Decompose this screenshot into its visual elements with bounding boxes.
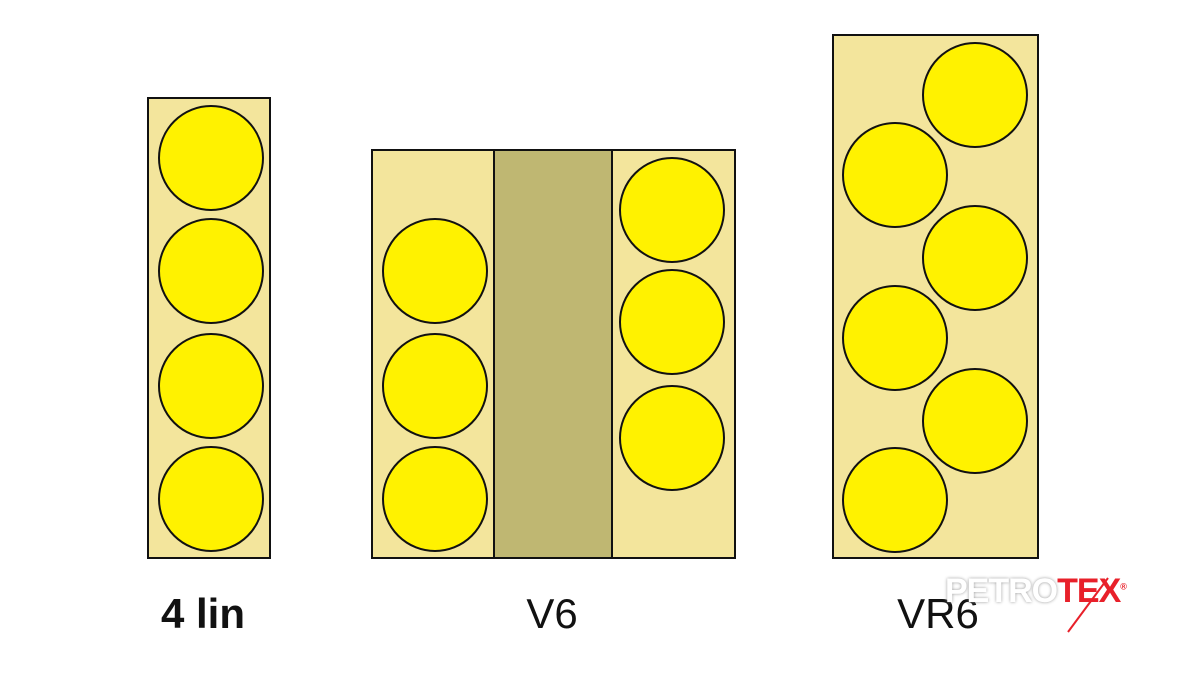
cylinder <box>382 218 488 324</box>
cylinder <box>158 446 264 552</box>
valley <box>493 149 613 559</box>
cylinder <box>922 42 1028 148</box>
vr6-engine: VR6 <box>832 34 1039 637</box>
cylinder <box>382 446 488 552</box>
cylinder <box>619 269 725 375</box>
cylinder <box>842 122 948 228</box>
engine-label: 4 lin <box>161 590 245 637</box>
cylinder <box>842 285 948 391</box>
cylinder <box>922 368 1028 474</box>
cylinder <box>922 205 1028 311</box>
cylinder <box>158 105 264 211</box>
cylinder <box>382 333 488 439</box>
engine-label: V6 <box>526 590 577 637</box>
logo-mark: ® <box>1120 581 1127 592</box>
v6-engine: V6 <box>371 149 736 637</box>
engine-label: VR6 <box>897 590 979 637</box>
cylinder <box>158 333 264 439</box>
logo-slash <box>1067 577 1109 633</box>
cylinder <box>158 218 264 324</box>
cylinder <box>842 447 948 553</box>
logo-part1: PETRO <box>945 572 1058 610</box>
cylinder <box>619 157 725 263</box>
petrotex-logo: PETROTEX® <box>945 572 1127 611</box>
inline-4-engine: 4 lin <box>147 97 271 637</box>
cylinder <box>619 385 725 491</box>
logo-part2: TEX <box>1057 572 1121 610</box>
